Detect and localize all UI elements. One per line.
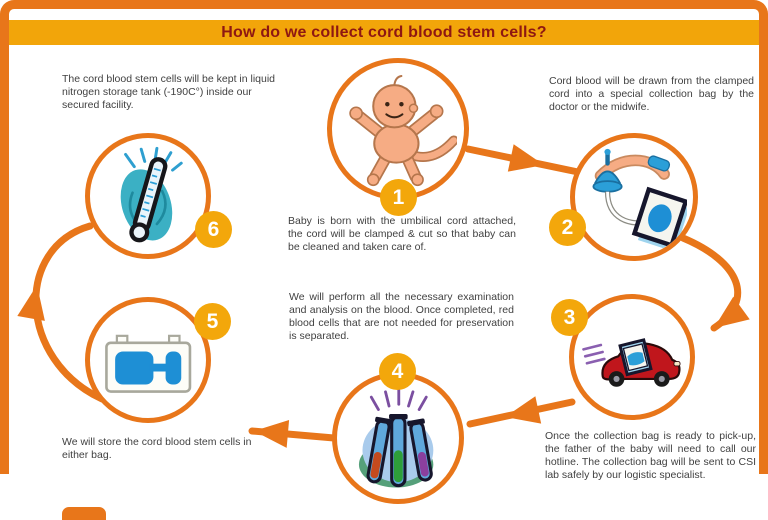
step-5-caption: We will store the cord blood stem cells … (62, 436, 252, 461)
step-6-badge: 6 (195, 211, 232, 248)
collection-bag-icon (592, 148, 688, 251)
page-title: How do we collect cord blood stem cells? (221, 23, 547, 41)
step-2-circle (570, 133, 698, 261)
step-6-caption: The cord blood stem cells will be kept i… (62, 73, 276, 111)
step-3-caption: Once the collection bag is ready to pick… (545, 430, 756, 481)
step-1-circle (327, 58, 469, 200)
test-tubes-icon (359, 388, 434, 488)
step-1-caption: Baby is born with the umbilical cord att… (288, 215, 516, 253)
title-banner: How do we collect cord blood stem cells? (9, 20, 759, 45)
storage-bag-icon (104, 334, 192, 393)
step-4-caption: We will perform all the necessary examin… (289, 291, 514, 342)
step-1-badge: 1 (380, 179, 417, 216)
step-5-circle (85, 297, 211, 423)
step-3-circle (569, 294, 695, 420)
step-4-circle (332, 372, 464, 504)
step-5-badge: 5 (194, 303, 231, 340)
thermometer-icon (120, 146, 183, 243)
step-4-badge: 4 (379, 353, 416, 390)
baby-icon (348, 74, 458, 186)
step-2-caption: Cord blood will be drawn from the clampe… (549, 75, 754, 113)
step-3-badge: 3 (551, 299, 588, 336)
delivery-car-icon (581, 337, 681, 387)
step-6-circle (85, 133, 211, 259)
border-frame (0, 0, 768, 474)
bottom-accent (62, 507, 106, 520)
step-2-badge: 2 (549, 209, 586, 246)
